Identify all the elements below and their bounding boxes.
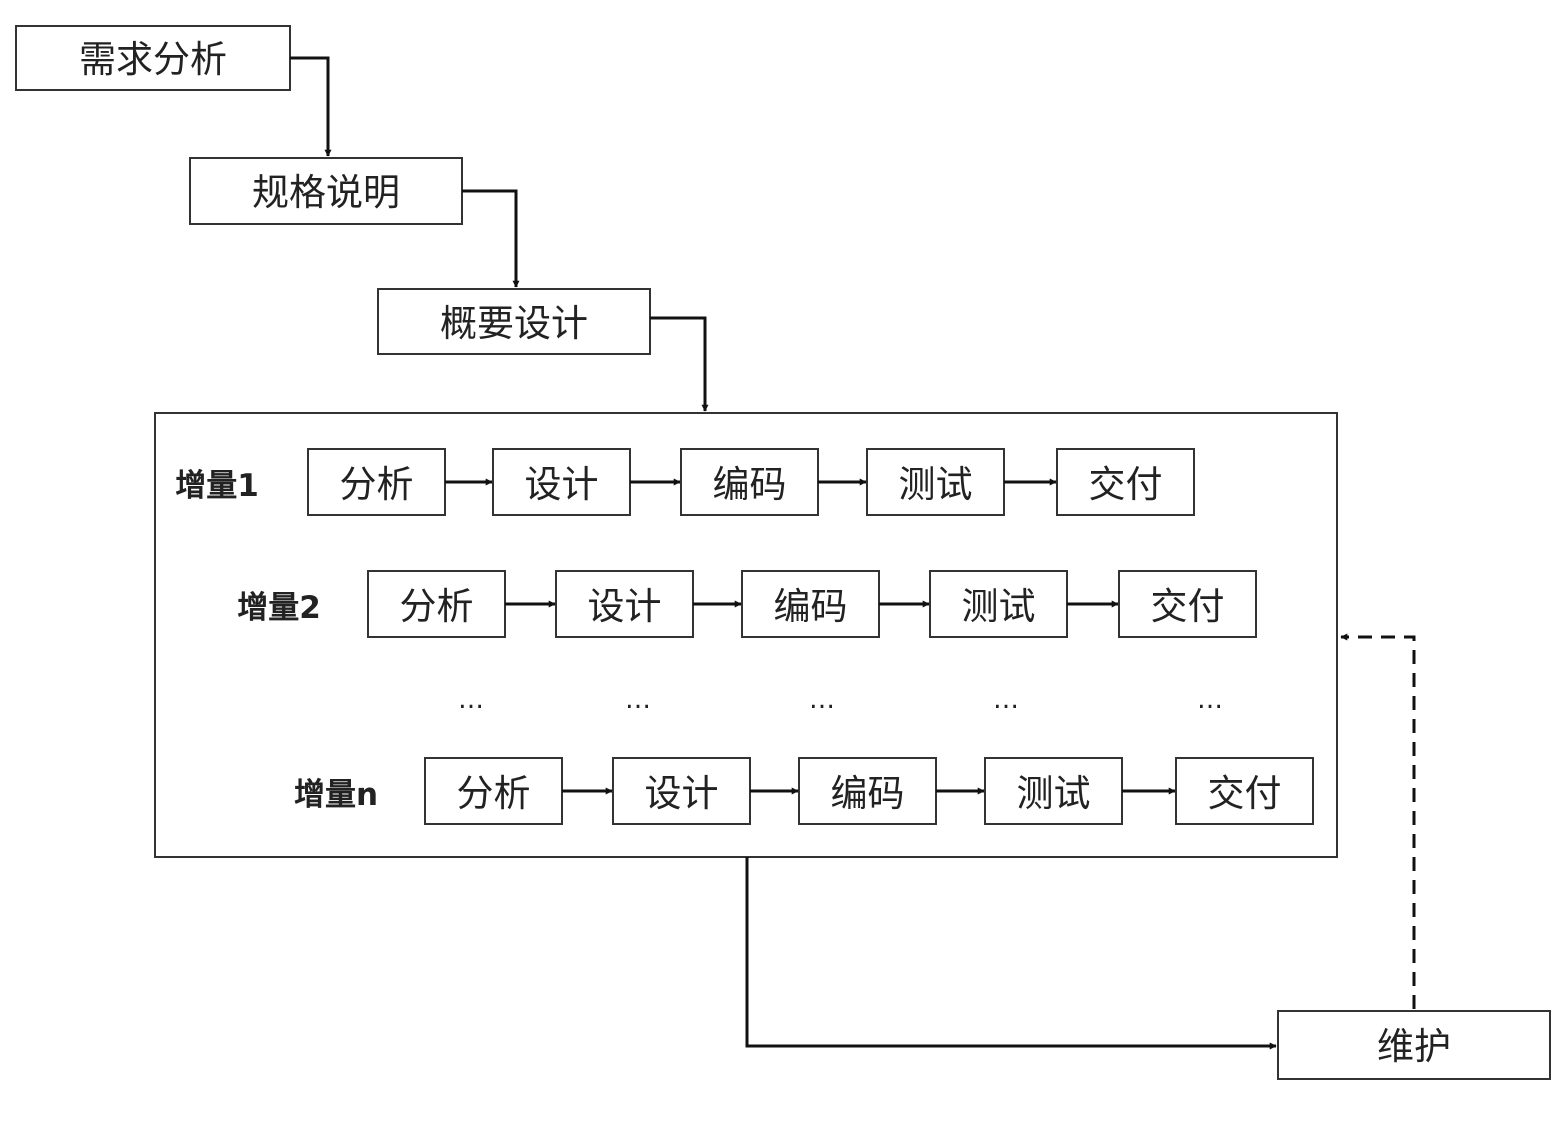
step-label: 设计 <box>525 463 599 506</box>
step-box-analysis: 分析 <box>424 757 563 825</box>
phase-outline-design-label: 概要设计 <box>440 302 588 345</box>
connector-specification-to-outline-design <box>462 189 520 288</box>
step-label: 编码 <box>774 585 848 628</box>
step-box-design: 设计 <box>555 570 694 638</box>
step-label: 设计 <box>645 772 719 815</box>
increment-label: 增量1 <box>175 468 259 504</box>
step-box-testing: 测试 <box>984 757 1123 825</box>
phase-specification-label: 规格说明 <box>252 171 400 214</box>
step-box-design: 设计 <box>492 448 631 516</box>
phase-requirements-analysis: 需求分析 <box>15 25 291 91</box>
ellipsis-row: … … … … … <box>458 685 1223 715</box>
step-box-coding: 编码 <box>680 448 819 516</box>
increment-label: 增量2 <box>237 590 321 626</box>
step-label: 设计 <box>588 585 662 628</box>
step-label: 测试 <box>962 585 1036 628</box>
step-box-delivery: 交付 <box>1175 757 1314 825</box>
step-box-testing: 测试 <box>866 448 1005 516</box>
increment-row-2: 增量2 分析 设计 编码 测试 交付 <box>237 570 1257 638</box>
connector-requirements-to-specification <box>290 56 332 157</box>
step-label: 分析 <box>340 463 414 506</box>
ellipsis-1: … <box>458 685 484 715</box>
step-label: 编码 <box>713 463 787 506</box>
step-box-analysis: 分析 <box>367 570 506 638</box>
step-box-design: 设计 <box>612 757 751 825</box>
step-label: 交付 <box>1151 585 1225 628</box>
step-box-testing: 测试 <box>929 570 1068 638</box>
step-label: 交付 <box>1089 463 1163 506</box>
increment-label: 增量n <box>294 777 378 813</box>
step-label: 编码 <box>831 772 905 815</box>
step-box-delivery: 交付 <box>1118 570 1257 638</box>
step-label: 分析 <box>457 772 531 815</box>
phase-maintenance: 维护 <box>1277 1010 1551 1080</box>
increment-row-3: 增量n 分析 设计 编码 测试 交付 <box>294 757 1314 825</box>
increment-row-1: 增量1 分析 设计 编码 测试 交付 <box>175 448 1195 516</box>
step-label: 测试 <box>899 463 973 506</box>
step-box-coding: 编码 <box>798 757 937 825</box>
connector-outline-design-to-increments <box>650 316 709 412</box>
step-box-analysis: 分析 <box>307 448 446 516</box>
ellipsis-4: … <box>993 685 1019 715</box>
phase-requirements-label: 需求分析 <box>79 38 227 81</box>
step-label: 分析 <box>400 585 474 628</box>
phase-maintenance-label: 维护 <box>1377 1025 1451 1068</box>
phase-outline-design: 概要设计 <box>377 288 651 355</box>
ellipsis-2: … <box>625 685 651 715</box>
connector-increments-to-maintenance <box>745 857 1277 1050</box>
feedback-maintenance-to-increments <box>1340 633 1416 1009</box>
ellipsis-3: … <box>809 685 835 715</box>
step-box-coding: 编码 <box>741 570 880 638</box>
ellipsis-5: … <box>1197 685 1223 715</box>
step-label: 测试 <box>1017 772 1091 815</box>
phase-specification: 规格说明 <box>189 157 463 225</box>
step-box-delivery: 交付 <box>1056 448 1195 516</box>
step-label: 交付 <box>1208 772 1282 815</box>
